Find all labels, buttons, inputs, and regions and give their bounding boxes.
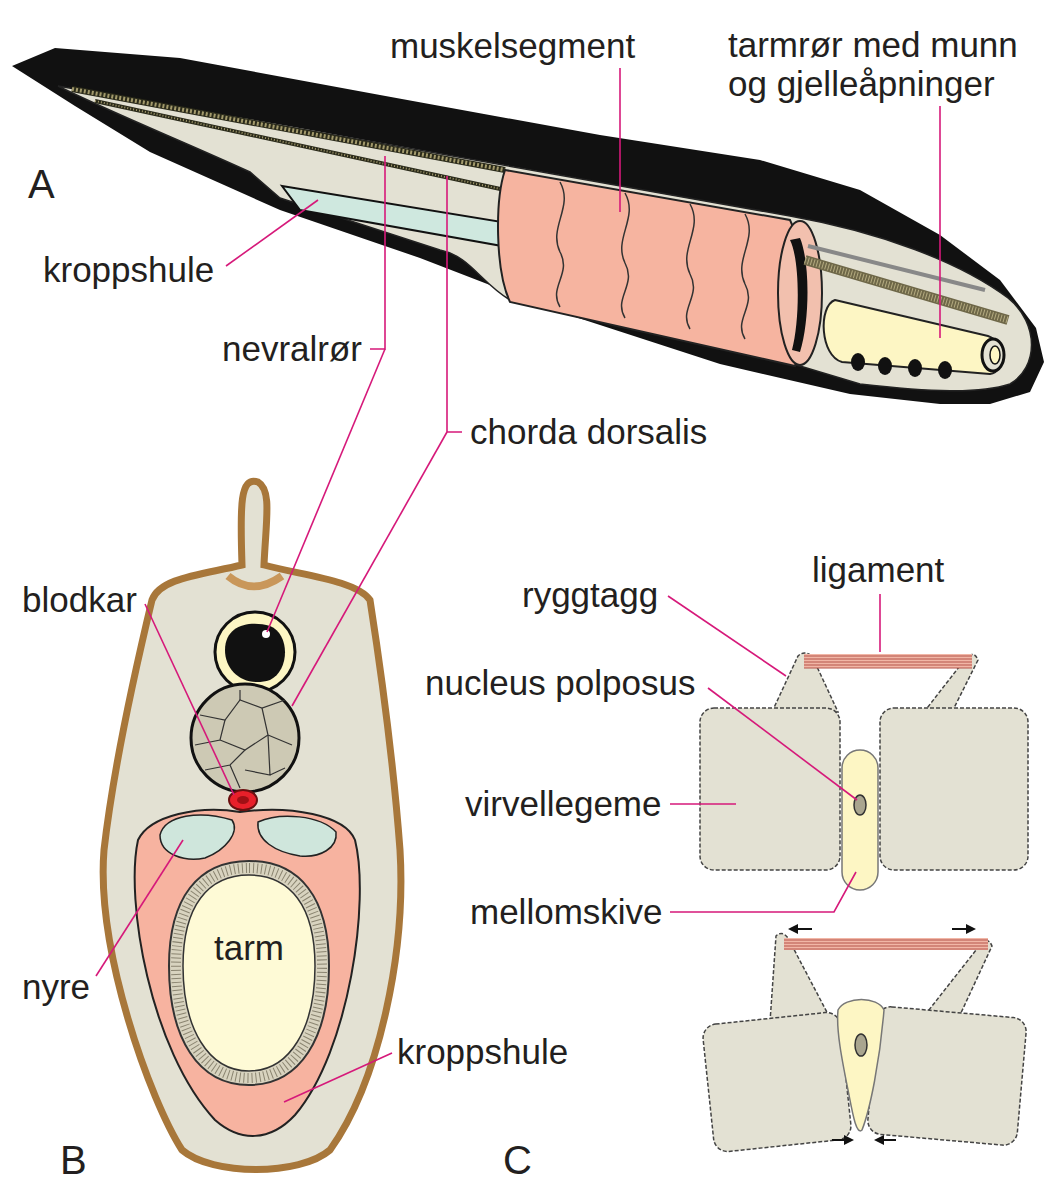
notochord-cells — [195, 690, 292, 788]
ligament-lower — [784, 938, 988, 950]
panel-letter: C — [503, 1138, 532, 1182]
disc-lower — [838, 1000, 884, 1131]
panel-letter: A — [28, 162, 55, 206]
organ-label: tarm — [165, 929, 333, 968]
myosepta — [557, 182, 750, 339]
neural-tube-section — [215, 612, 295, 692]
gut-epithelium — [176, 868, 322, 1078]
part-label: ryggtagg — [522, 576, 658, 615]
gut-wall — [169, 861, 329, 1085]
neural-tube-lumen — [225, 624, 285, 682]
gut-outline — [165, 858, 333, 1088]
notochord-stripes — [95, 101, 505, 190]
part-label: nucleus polposus — [425, 664, 695, 703]
ligament-fibres — [804, 656, 972, 668]
gut-lumen — [183, 875, 315, 1071]
cut-dark — [790, 238, 808, 352]
muscle-block — [498, 170, 804, 366]
kidney-right — [258, 816, 336, 856]
part-label: muskelsegment — [390, 27, 635, 66]
part-label: ligament — [812, 551, 944, 590]
part-label: nyre — [22, 968, 90, 1007]
panel-letter: B — [60, 1138, 87, 1182]
part-label: blodkar — [22, 581, 137, 620]
neural-tube — [72, 89, 505, 170]
neural-tube-stripes — [72, 89, 505, 170]
part-label: kroppshule — [43, 251, 214, 290]
part-label: kroppshule — [397, 1033, 568, 1072]
blood-vessel-lumen — [237, 796, 249, 804]
notochord — [95, 101, 505, 190]
part-label: virvellegeme — [465, 785, 661, 824]
neural-canal — [262, 630, 270, 638]
part-label: chorda dorsalis — [470, 413, 707, 452]
gut-section: tarm — [165, 858, 333, 1088]
body-cavity-section — [135, 810, 360, 1136]
cut-surface — [778, 221, 822, 365]
fin-base — [228, 576, 282, 587]
force-arrows — [788, 924, 976, 1145]
ligament-fibres-lower — [784, 940, 988, 949]
nucleus-lower — [855, 1034, 867, 1056]
ligament-upper — [804, 654, 972, 668]
gill-openings — [851, 353, 952, 379]
kidney-left — [160, 815, 234, 859]
mouth-inner — [990, 346, 1000, 364]
part-label: nevralrør — [222, 330, 362, 369]
nucleus-upper — [854, 795, 866, 815]
part-label: tarmrør med munn og gjelleåpninger — [728, 26, 1040, 103]
part-label: mellomskive — [470, 893, 663, 932]
disc-upper — [842, 750, 878, 890]
body-cavity — [282, 186, 502, 246]
mouth — [982, 339, 1004, 371]
body-tissue — [58, 86, 1032, 391]
body-outline — [103, 481, 401, 1169]
vertebrae-lower — [702, 933, 1028, 1152]
